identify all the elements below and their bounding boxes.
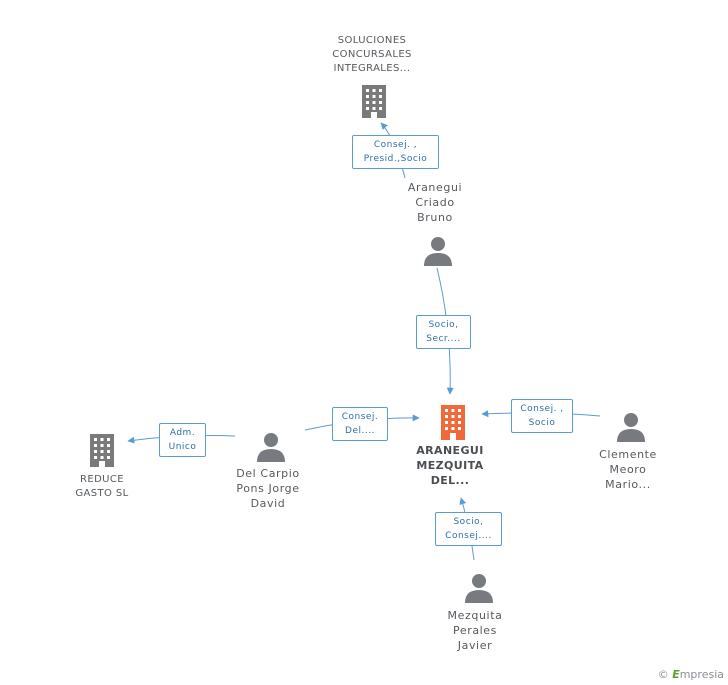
edge-label-consej-presid-socio[interactable]: Consej. , Presid.,Socio: [352, 135, 439, 169]
edge-label-line: Socio: [528, 418, 556, 428]
node-label-aranegui-criado: Aranegui Criado Bruno: [385, 180, 485, 225]
node-label-line: REDUCE: [80, 474, 124, 485]
node-label-line: Clemente: [599, 448, 657, 461]
node-label-line: Criado: [415, 196, 455, 209]
node-label-line: Mezquita: [447, 609, 503, 622]
node-label-line: INTEGRALES...: [333, 63, 411, 74]
empresia-brand[interactable]: © Empresia: [658, 668, 724, 681]
brand-initial: E: [672, 668, 680, 681]
person-icon[interactable]: [464, 573, 494, 603]
node-label-soluciones: SOLUCIONES CONCURSALES INTEGRALES...: [312, 34, 432, 76]
node-label-line: GASTO SL: [75, 488, 129, 499]
node-label-line: Aranegui: [407, 181, 463, 194]
copyright-icon: ©: [657, 668, 669, 681]
node-label-line: Perales: [452, 624, 498, 637]
node-label-line: David: [250, 497, 286, 510]
brand-name: mpresia: [679, 668, 724, 681]
edge-label-line: Consej. ,: [373, 140, 418, 150]
person-icon[interactable]: [423, 236, 453, 266]
node-label-line: Pons Jorge: [236, 482, 300, 495]
node-label-reduce-gasto: REDUCE GASTO SL: [52, 473, 152, 501]
edge-label-consej-socio[interactable]: Consej. , Socio: [511, 399, 573, 433]
edge-label-consej-del[interactable]: Consej. Del....: [332, 407, 388, 441]
node-label-line: Meoro: [609, 463, 647, 476]
edge-label-line: Consej. ,: [520, 404, 564, 414]
node-label-mezquita-perales: Mezquita Perales Javier: [425, 608, 525, 653]
edge-label-line: Unico: [168, 442, 197, 452]
edge-label-line: Consej....: [445, 531, 492, 541]
node-label-line: DEL...: [430, 474, 470, 487]
person-icon[interactable]: [256, 432, 286, 462]
node-label-center-company: ARANEGUI MEZQUITA DEL...: [400, 443, 500, 488]
node-label-line: Mario...: [605, 478, 651, 491]
edge-label-line: Presid.,Socio: [363, 154, 428, 164]
person-icon[interactable]: [616, 412, 646, 442]
edge-label-line: Socio,: [453, 517, 484, 527]
node-label-line: CONCURSALES: [332, 49, 412, 60]
company-building-icon[interactable]: [88, 433, 116, 467]
node-label-line: Javier: [457, 639, 493, 652]
edge-label-line: Del....: [345, 426, 375, 436]
node-label-line: Del Carpio: [236, 467, 300, 480]
node-label-line: Bruno: [417, 211, 453, 224]
company-building-icon[interactable]: [360, 84, 388, 118]
node-label-line: MEZQUITA: [416, 459, 484, 472]
edge-label-adm-unico[interactable]: Adm. Unico: [159, 423, 206, 457]
edge-label-line: Consej.: [341, 412, 379, 422]
edge-label-line: Socio,: [428, 320, 459, 330]
node-label-del-carpio: Del Carpio Pons Jorge David: [218, 466, 318, 511]
node-label-clemente: Clemente Meoro Mario...: [578, 447, 678, 492]
node-label-line: ARANEGUI: [416, 444, 484, 457]
node-label-line: SOLUCIONES: [337, 35, 407, 46]
edge-label-socio-consej[interactable]: Socio, Consej....: [435, 512, 502, 546]
company-building-icon-center[interactable]: [438, 404, 468, 440]
edge-label-line: Adm.: [169, 428, 196, 438]
edge-label-line: Secr....: [426, 334, 461, 344]
edge-label-socio-secr[interactable]: Socio, Secr....: [416, 315, 471, 349]
